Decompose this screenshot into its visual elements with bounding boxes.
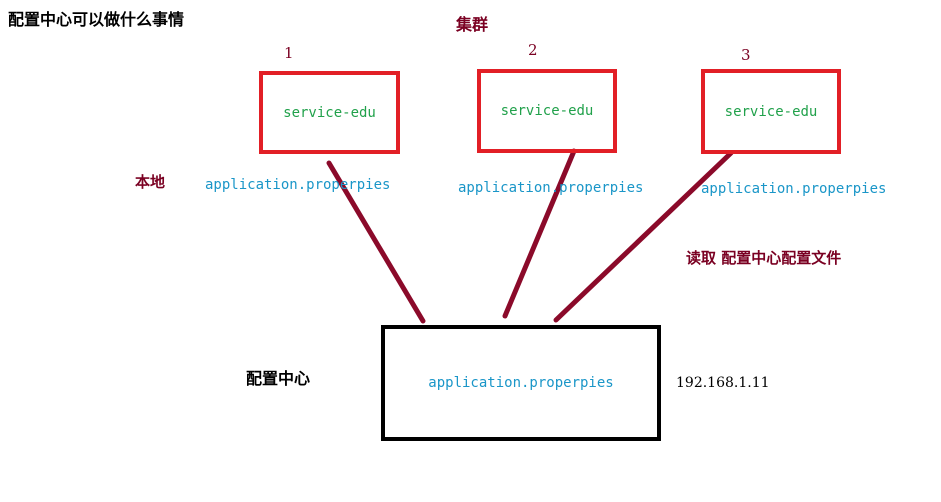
config-center-box: application.properpies xyxy=(381,325,661,441)
service-name-2: service-edu xyxy=(500,103,594,119)
local-label: 本地 xyxy=(135,173,166,191)
service-number-2: 2 xyxy=(528,41,538,59)
service-name-1: service-edu xyxy=(283,104,376,121)
page-title: 配置中心可以做什么事情 xyxy=(8,10,185,29)
read-config-label: 读取 配置中心配置文件 xyxy=(686,249,842,267)
service-file-1: application.properpies xyxy=(205,177,391,193)
service-number-1: 1 xyxy=(284,44,294,62)
service-box-3: service-edu xyxy=(701,69,841,154)
service-box-2: service-edu xyxy=(477,69,617,153)
cluster-label: 集群 xyxy=(456,15,489,34)
service-number-3: 3 xyxy=(741,46,751,64)
config-center-file: application.properpies xyxy=(428,375,614,391)
connector-line-2 xyxy=(502,148,577,319)
connector-line-3 xyxy=(553,150,734,323)
service-file-3: application.properpies xyxy=(701,181,887,197)
config-center-ip: 192.168.1.11 xyxy=(676,375,770,391)
config-center-label: 配置中心 xyxy=(246,369,311,388)
connector-line-1 xyxy=(326,160,426,324)
service-file-2: application.properpies xyxy=(458,180,644,196)
service-name-3: service-edu xyxy=(724,103,818,120)
service-box-1: service-edu xyxy=(259,71,400,154)
